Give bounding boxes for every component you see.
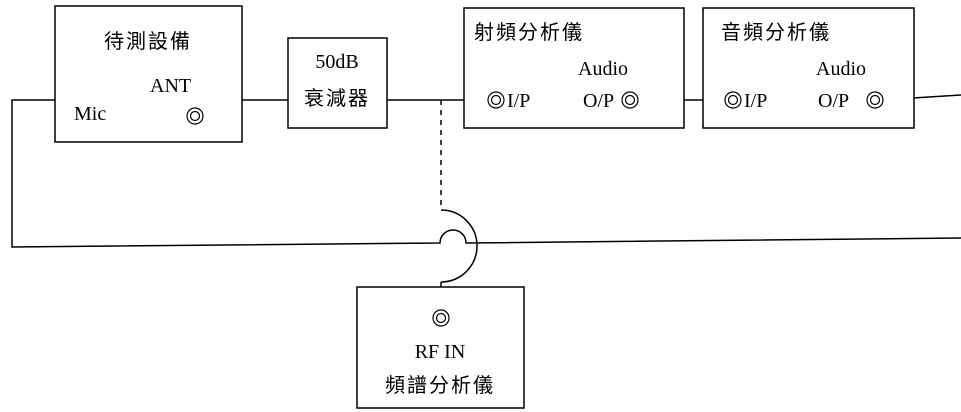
audio-analyzer-audio-label: Audio bbox=[816, 58, 866, 80]
attenuator-name: 衰減器 bbox=[304, 86, 370, 110]
spectrum-analyzer-box: RF IN 頻譜分析儀 bbox=[356, 286, 525, 409]
dut-mic-label: Mic bbox=[74, 103, 106, 125]
rf-analyzer-output-label: O/P bbox=[583, 90, 614, 112]
spectrum-analyzer-name: 頻譜分析儀 bbox=[385, 373, 495, 397]
rf-analyzer-input-label: I/P bbox=[507, 90, 530, 112]
spectrum-tap-crossover-arc bbox=[440, 209, 478, 283]
attenuator-box: 50dB 衰減器 bbox=[287, 37, 388, 129]
dut-ant-jack-icon bbox=[186, 107, 204, 125]
audio-analyzer-input-label: I/P bbox=[744, 90, 767, 112]
spectrum-rf-in-jack-icon bbox=[432, 309, 450, 327]
audio-input-jack-icon bbox=[724, 91, 742, 109]
rf-output-jack-icon bbox=[621, 91, 639, 109]
audio-output-jack-icon bbox=[866, 91, 884, 109]
attenuator-value: 50dB bbox=[315, 51, 358, 73]
rf-input-jack-icon bbox=[487, 91, 505, 109]
audio-analyzer-output-label: O/P bbox=[818, 90, 849, 112]
rf-analyzer-box: 射頻分析儀 Audio I/P O/P bbox=[463, 7, 685, 129]
rf-analyzer-title: 射頻分析儀 bbox=[474, 20, 584, 44]
audio-analyzer-box: 音頻分析儀 Audio I/P O/P bbox=[702, 7, 915, 129]
dut-ant-label: ANT bbox=[150, 75, 191, 97]
spectrum-rf-in-label: RF IN bbox=[415, 341, 466, 363]
rf-analyzer-audio-label: Audio bbox=[578, 58, 628, 80]
mic-return-wire bbox=[11, 99, 961, 248]
audio-analyzer-title: 音頻分析儀 bbox=[721, 20, 831, 44]
dut-title: 待測設備 bbox=[104, 29, 192, 53]
dut-box: 待測設備 ANT Mic bbox=[54, 5, 243, 143]
